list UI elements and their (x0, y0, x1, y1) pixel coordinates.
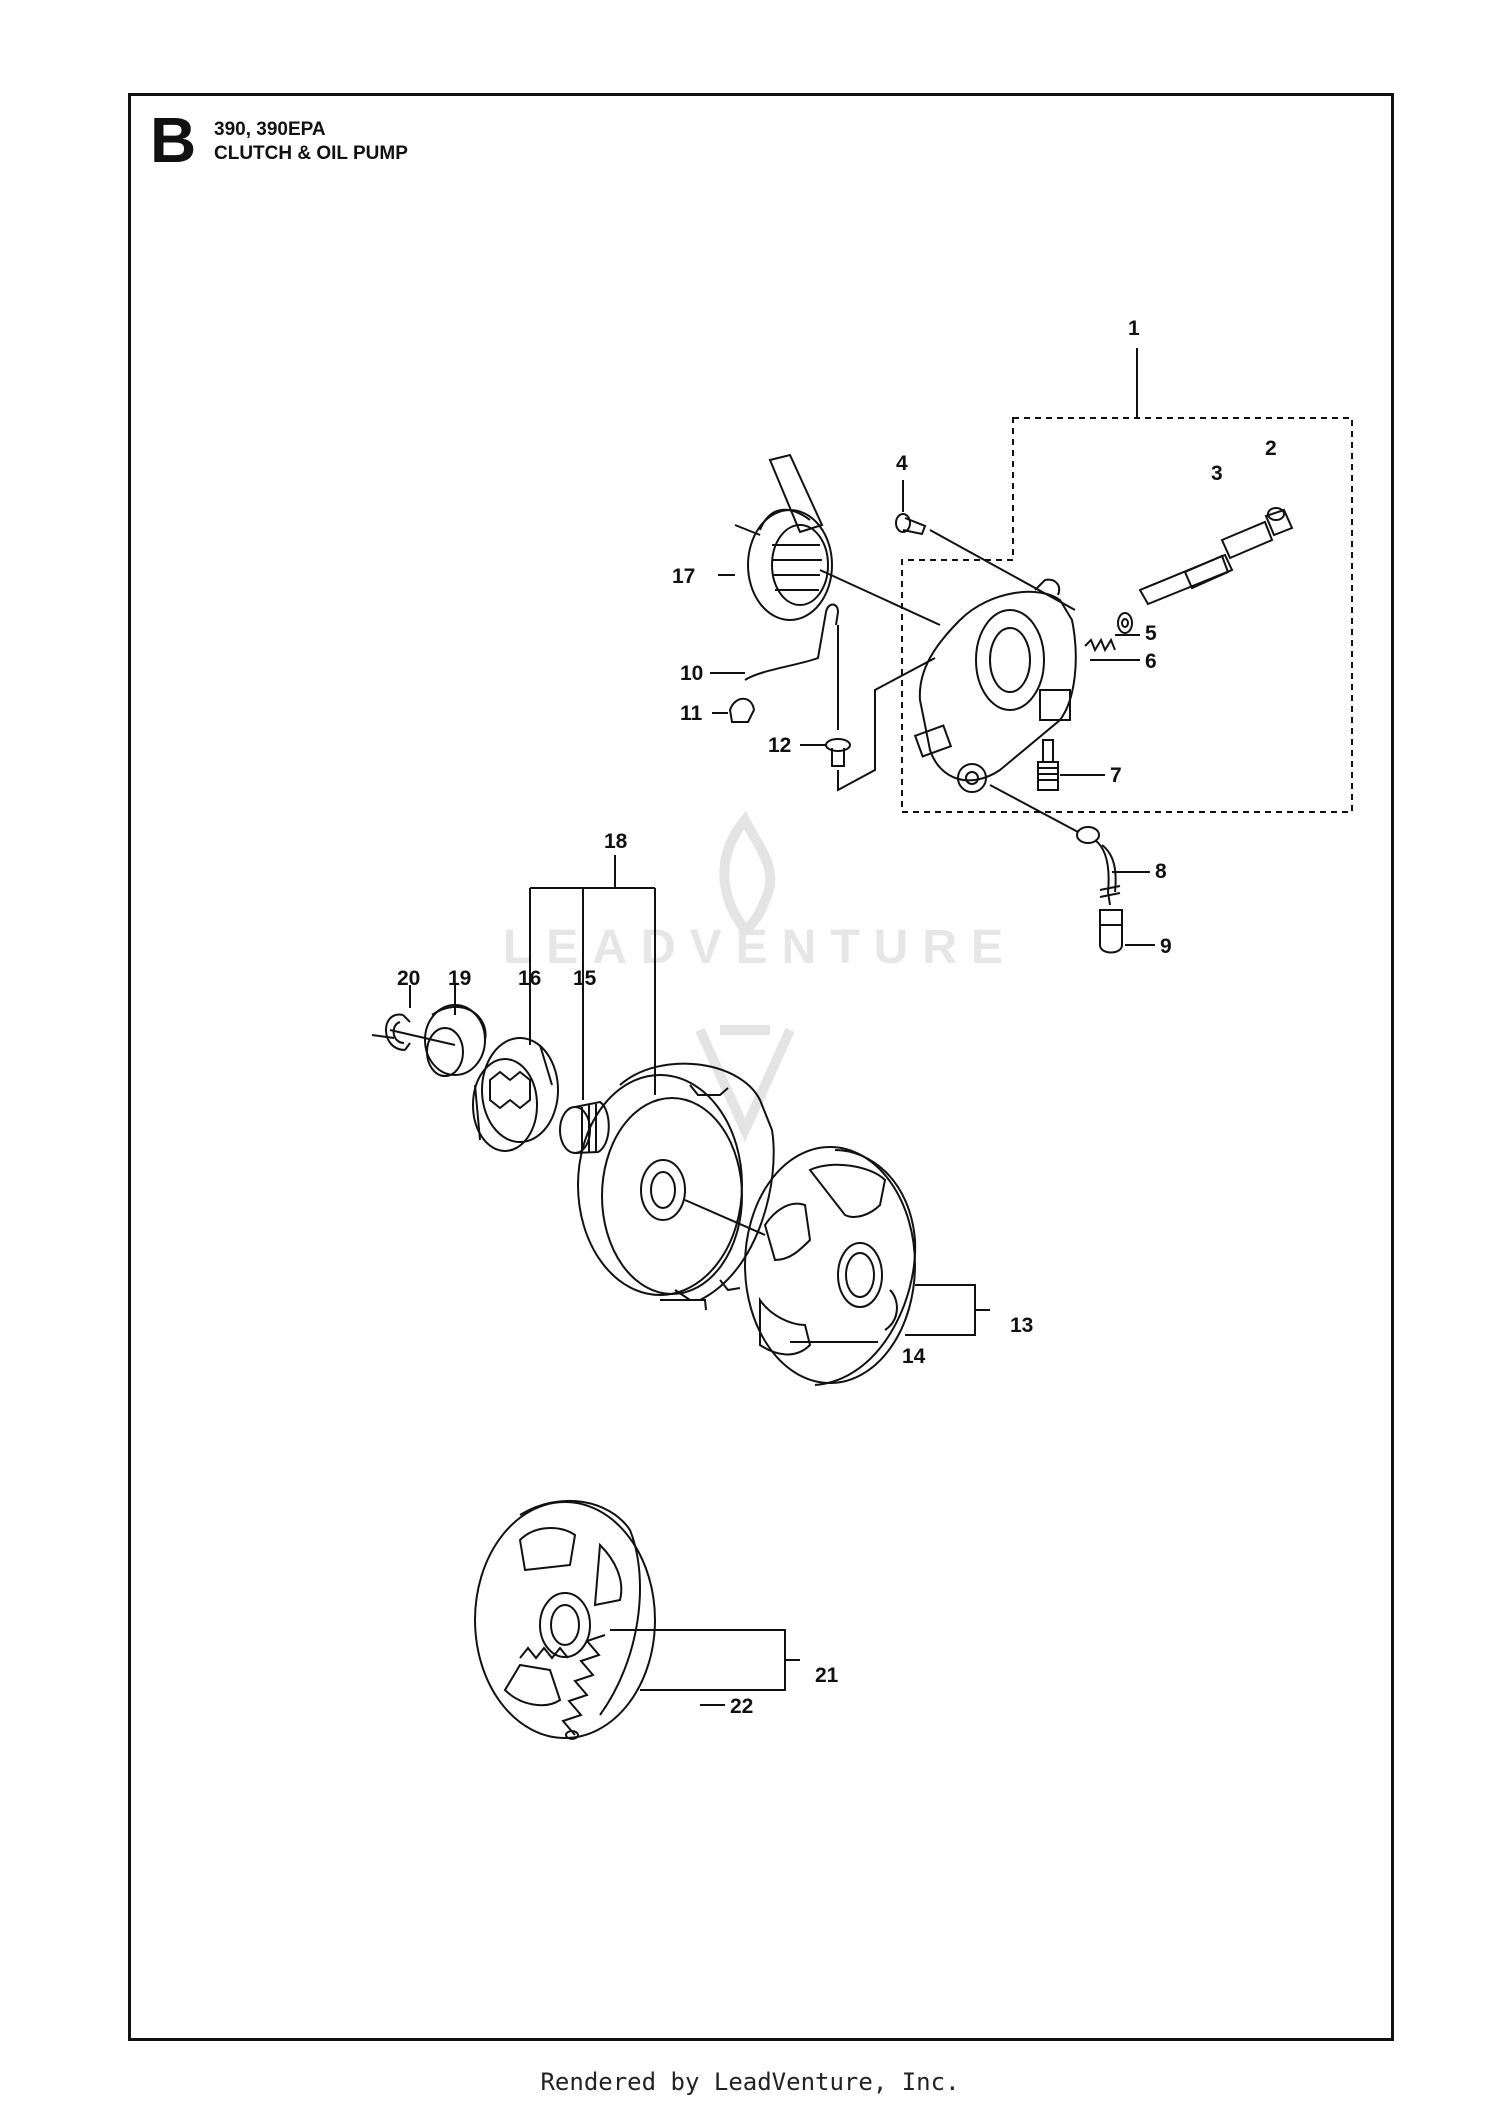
needle-bearing-15 (559, 1100, 610, 1154)
callout-13: 13 (1010, 1314, 1033, 1337)
bracket-18 (529, 887, 656, 1095)
watermark-logo (695, 810, 795, 1143)
bracket-13 (905, 1284, 990, 1336)
callout-1: 1 (1128, 317, 1140, 340)
clutch-spring-22 (561, 1634, 606, 1740)
callout-20: 20 (397, 967, 420, 990)
section-letter: B (150, 104, 197, 176)
callout-11: 11 (680, 702, 703, 725)
footer-credit: Rendered by LeadVenture, Inc. (540, 2068, 960, 2096)
bracket-21 (610, 1629, 800, 1691)
callout-12: 12 (768, 734, 791, 757)
spring-6 (1084, 637, 1116, 653)
callout-3: 3 (1211, 462, 1223, 485)
clutch-21 (474, 1499, 656, 1739)
diagram-title: CLUTCH & OIL PUMP (214, 143, 408, 164)
plug-12 (825, 738, 851, 767)
pump-cap (1264, 507, 1294, 537)
callout-4: 4 (896, 452, 908, 475)
screw-4 (895, 513, 927, 536)
callout-19: 19 (448, 967, 471, 990)
model-numbers: 390, 390EPA (214, 119, 326, 140)
washer-5 (1117, 612, 1133, 634)
callout-7: 7 (1110, 764, 1122, 787)
worm-gear-17 (747, 453, 833, 621)
diagram-title-block: 390, 390EPA CLUTCH & OIL PUMP (214, 118, 408, 166)
callout-2: 2 (1265, 437, 1277, 460)
retaining-ring-20 (385, 1013, 411, 1051)
callout-16: 16 (518, 967, 541, 990)
oil-pipe-10 (744, 603, 840, 681)
callout-6: 6 (1145, 650, 1157, 673)
rim-sprocket-16 (472, 1037, 559, 1152)
callout-5: 5 (1145, 622, 1157, 645)
callout-10: 10 (680, 662, 703, 685)
callout-14: 14 (902, 1345, 926, 1368)
callout-9: 9 (1160, 935, 1172, 958)
oil-filter-9 (1099, 909, 1123, 954)
oil-pump-body (913, 578, 1077, 793)
oil-hose-8 (1076, 826, 1121, 906)
callout-18: 18 (604, 830, 628, 853)
oil-pump-group-outline (901, 417, 1353, 813)
clutch-13 (744, 1146, 917, 1386)
pump-shaft (1138, 520, 1274, 606)
clutch-drum (577, 1062, 775, 1311)
grommet-11 (728, 697, 756, 723)
adjuster-screw-7 (1037, 739, 1059, 791)
callout-22: 22 (730, 1695, 753, 1718)
callout-8: 8 (1155, 860, 1167, 883)
diagram-frame (128, 93, 1394, 2041)
callout-21: 21 (815, 1664, 839, 1687)
callout-15: 15 (573, 967, 597, 990)
callout-17: 17 (672, 565, 695, 588)
